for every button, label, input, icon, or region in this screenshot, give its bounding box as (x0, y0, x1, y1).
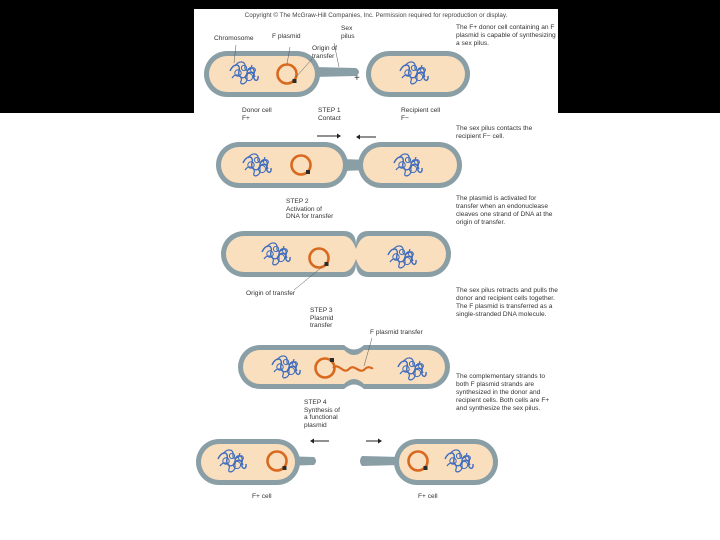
row5-right-pilus (360, 456, 400, 466)
row2-recipient-cell (358, 142, 462, 188)
row5-right-plasmid (407, 450, 429, 472)
row1-donor-cell (204, 51, 359, 97)
row2-arrow-right (317, 133, 341, 139)
description-5: The complementary strands to both F plas… (456, 373, 550, 412)
copyright-notice: Copyright © The McGraw-Hill Companies, I… (244, 12, 508, 19)
row2-donor-cell (216, 142, 369, 188)
row5-left-cell (196, 439, 316, 485)
row1-leader-pilus (333, 42, 340, 68)
step3-label: STEP 3 Plasmid transfer (310, 307, 334, 330)
row3-fused-cells (221, 231, 451, 277)
row3-origin-marker (324, 262, 329, 266)
row1-leader-chromosome (233, 44, 237, 64)
conjugation-figure: Copyright © The McGraw-Hill Companies, I… (194, 9, 558, 502)
row5-right-origin-marker (423, 466, 428, 470)
origin-of-transfer-label-2: Origin of transfer (246, 290, 296, 297)
row2-origin-marker (306, 170, 310, 174)
description-2: The sex pilus contacts the recipient F− … (456, 125, 533, 140)
row1-leader-origin (295, 58, 313, 78)
row2-arrow-left (356, 134, 376, 140)
row4-origin-marker (330, 358, 334, 362)
origin-of-transfer-label: Origin of transfer (312, 45, 337, 60)
description-3: The plasmid is activated for transfer wh… (456, 195, 553, 226)
plus-sign: + (354, 73, 360, 84)
row1-recipient-cell (366, 51, 470, 97)
row4-fused-cells (238, 345, 450, 389)
final-right-cell-label: F+ cell (418, 493, 438, 500)
row3-leader-origin (293, 266, 323, 291)
f-plasmid-label: F plasmid (272, 33, 301, 40)
row5-left-origin-marker (282, 466, 287, 470)
row1-donor-plasmid (276, 63, 298, 85)
row3-donor-plasmid (308, 247, 330, 269)
step2-label: STEP 2 Activation of DNA for transfer (286, 198, 334, 221)
recipient-cell-label: Recipient cell F− (401, 107, 441, 122)
row5-right-cell (360, 439, 498, 485)
row2-donor-plasmid (290, 154, 312, 176)
conjugation-diagram (196, 42, 498, 485)
row1-donor-pilus (314, 67, 359, 77)
final-left-cell-label: F+ cell (252, 493, 272, 500)
chromosome-label: Chromosome (214, 35, 254, 42)
step4-label: STEP 4 Synthesis of a functional plasmid (304, 399, 340, 429)
donor-cell-label: Donor cell F+ (242, 107, 272, 122)
row1-leader-plasmid (286, 46, 291, 65)
row4-ss-dna-strand (332, 365, 374, 372)
sex-pilus-label: Sex pilus (341, 25, 355, 40)
description-1: The F+ donor cell containing an F plasmi… (456, 24, 556, 47)
row4-leader-transfer (363, 337, 373, 367)
f-plasmid-transfer-label: F plasmid transfer (370, 329, 423, 336)
row5-arrow-right (366, 438, 382, 444)
row1-origin-marker (292, 79, 297, 83)
description-4: The sex pilus retracts and pulls the don… (456, 287, 558, 318)
row5-arrow-left (310, 438, 329, 444)
row5-left-plasmid (266, 450, 288, 472)
step1-label: STEP 1 Contact (318, 107, 341, 122)
